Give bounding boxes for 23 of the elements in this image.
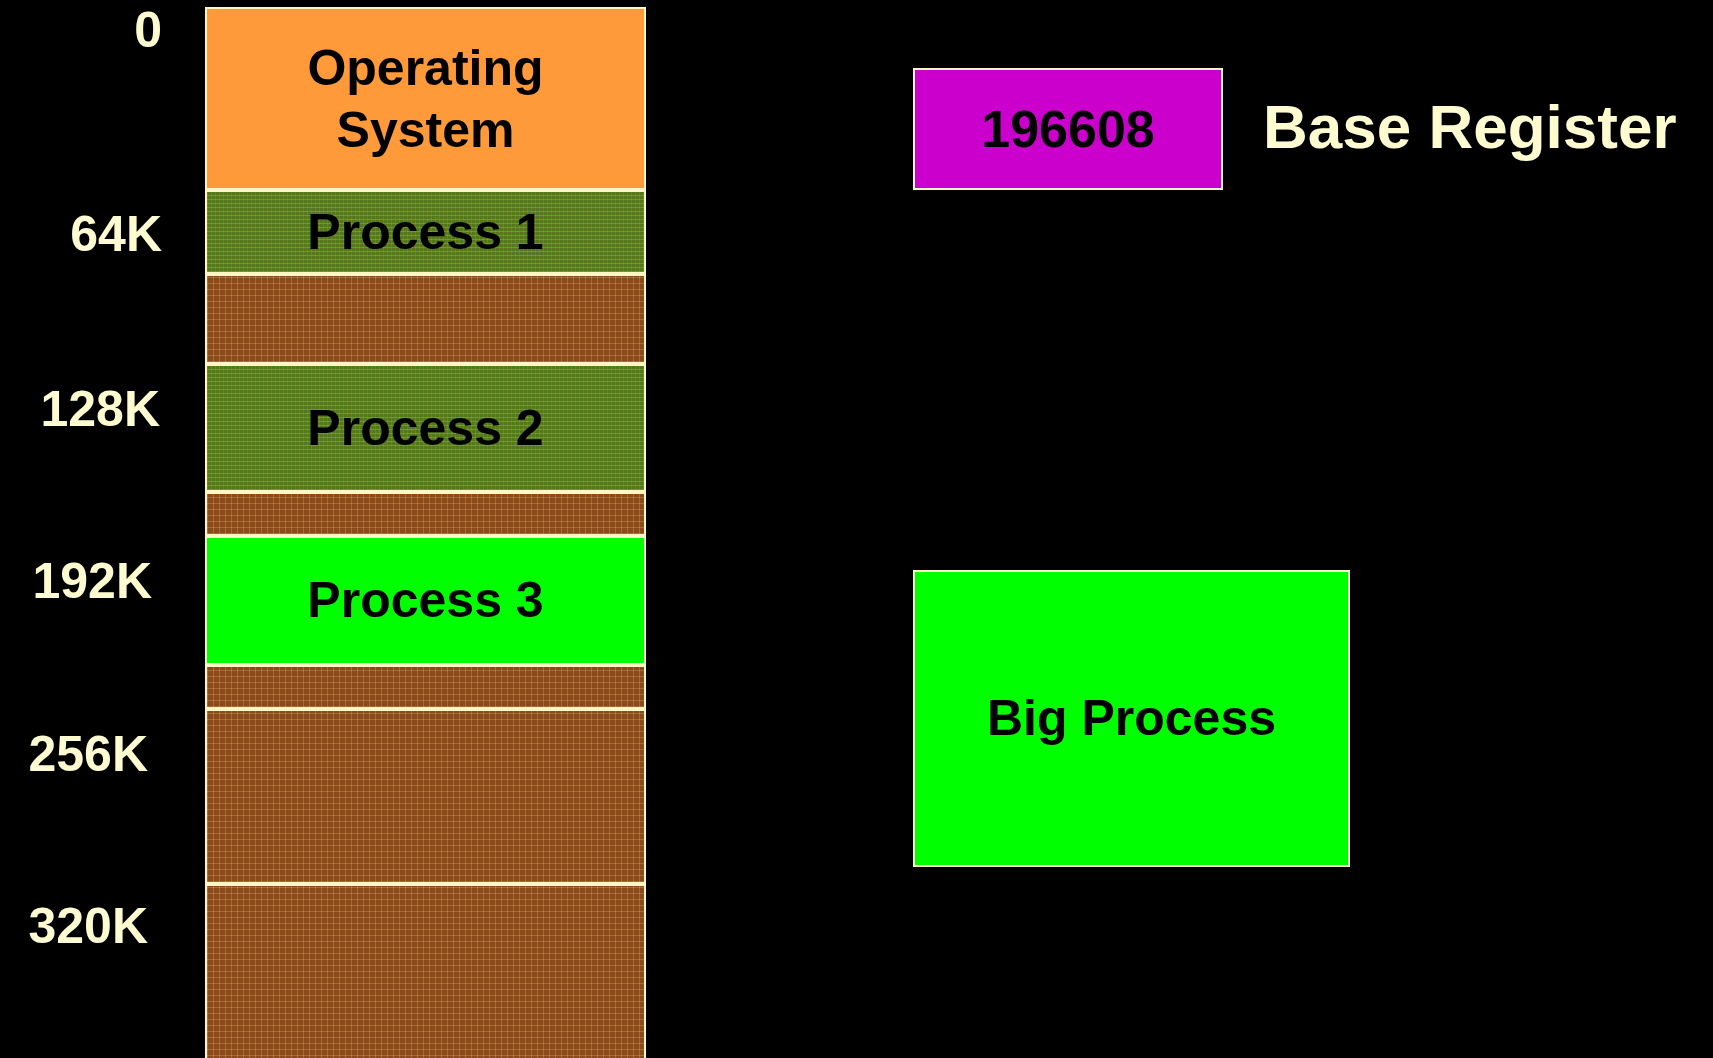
- address-label: 128K: [40, 384, 160, 434]
- memory-block: [205, 190, 646, 274]
- free-memory-block: [205, 492, 646, 536]
- block-label: Process 1: [306, 202, 545, 262]
- free-memory-block: [205, 709, 646, 884]
- address-label: 256K: [28, 729, 148, 779]
- memory-block: [205, 7, 646, 190]
- block-label: 196608: [980, 99, 1156, 160]
- block-label: Operating System: [306, 38, 545, 160]
- memory-block: [205, 536, 646, 665]
- address-label: 320K: [28, 901, 148, 951]
- free-memory-block: [205, 884, 646, 1058]
- address-label: 0: [134, 5, 162, 55]
- address-label: 192K: [32, 556, 152, 606]
- memory-block: [205, 364, 646, 492]
- memory-block: [913, 68, 1223, 190]
- memory-block: [913, 570, 1350, 867]
- block-label: Big Process: [986, 689, 1277, 748]
- free-memory-block: [205, 665, 646, 709]
- free-memory-block: [205, 274, 646, 364]
- address-label: 64K: [70, 209, 162, 259]
- block-label: Process 2: [306, 398, 545, 458]
- block-label: Process 3: [306, 571, 545, 630]
